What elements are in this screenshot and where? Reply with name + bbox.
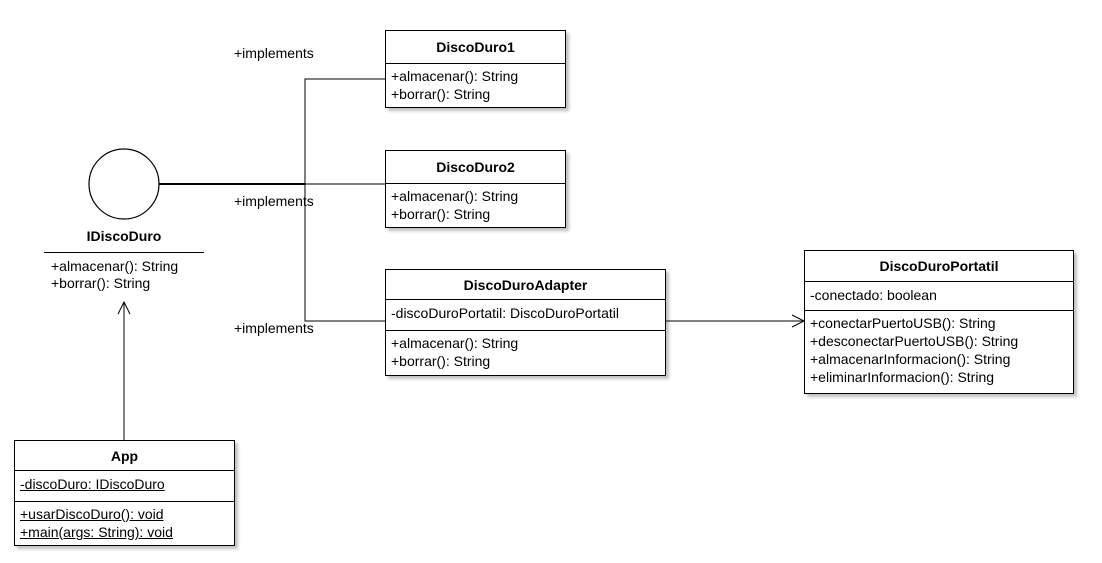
interface-name[interactable]: IDiscoDuro [86, 228, 162, 244]
operations-section: +almacenar(): String +borrar(): String [386, 64, 565, 106]
attribute: -conectado: boolean [810, 287, 937, 303]
class-name: DiscoDuro2 [386, 151, 565, 184]
implements-connectors [159, 78, 386, 322]
implements-label-1: +implements [234, 45, 314, 61]
operations-section: +usarDiscoDuro(): void +main(args: Strin… [15, 502, 234, 544]
operation: +eliminarInformacion(): String [810, 369, 995, 385]
operation: +desconectarPuertoUSB(): String [810, 333, 1019, 349]
class-name: DiscoDuroAdapter [386, 270, 665, 300]
operation: +borrar(): String [391, 86, 491, 102]
interface-operation: +borrar(): String [51, 275, 151, 291]
operation: +conectarPuertoUSB(): String [810, 315, 996, 331]
implements-line-adapter [304, 184, 386, 322]
class-name: DiscoDuro1 [386, 31, 565, 64]
class-name: App [15, 441, 234, 471]
class-disco-duro-2[interactable]: DiscoDuro2 +almacenar(): String +borrar(… [385, 150, 566, 228]
operation: +main(args: String): void [20, 524, 173, 540]
implements-label-2: +implements [234, 193, 314, 209]
implements-line-disco1 [304, 78, 386, 184]
attribute: -discoDuroPortatil: DiscoDuroPortatil [391, 305, 619, 321]
operation: +almacenarInformacion(): String [810, 351, 1011, 367]
class-disco-duro-portatil[interactable]: DiscoDuroPortatil -conectado: boolean +c… [804, 250, 1074, 394]
operations-section: +almacenar(): String +borrar(): String [386, 184, 565, 226]
operations-section: +almacenar(): String +borrar(): String [386, 331, 665, 373]
operation: +almacenar(): String [391, 188, 519, 204]
interface-lollipop-circle[interactable] [88, 148, 160, 220]
operation: +almacenar(): String [391, 335, 519, 351]
attributes-section: -discoDuroPortatil: DiscoDuroPortatil [386, 300, 665, 331]
adapter-to-portatil-arrow [665, 314, 806, 328]
class-disco-duro-1[interactable]: DiscoDuro1 +almacenar(): String +borrar(… [385, 30, 566, 108]
interface-operation: +almacenar(): String [51, 258, 179, 274]
class-name: DiscoDuroPortatil [805, 251, 1073, 282]
implements-label-3: +implements [234, 320, 314, 336]
attributes-section: -discoDuro: IDiscoDuro [15, 471, 234, 502]
attribute: -discoDuro: IDiscoDuro [20, 476, 165, 492]
interface-divider [44, 252, 204, 253]
operation: +usarDiscoDuro(): void [20, 506, 164, 522]
operation: +borrar(): String [391, 353, 491, 369]
interface-operations: +almacenar(): String +borrar(): String [51, 258, 178, 292]
attributes-section: -conectado: boolean [805, 282, 1073, 311]
class-app[interactable]: App -discoDuro: IDiscoDuro +usarDiscoDur… [14, 440, 235, 546]
operations-section: +conectarPuertoUSB(): String +desconecta… [805, 311, 1073, 389]
app-uses-interface-arrow [117, 300, 131, 440]
class-disco-duro-adapter[interactable]: DiscoDuroAdapter -discoDuroPortatil: Dis… [385, 269, 666, 376]
operation: +almacenar(): String [391, 68, 519, 84]
operation: +borrar(): String [391, 206, 491, 222]
